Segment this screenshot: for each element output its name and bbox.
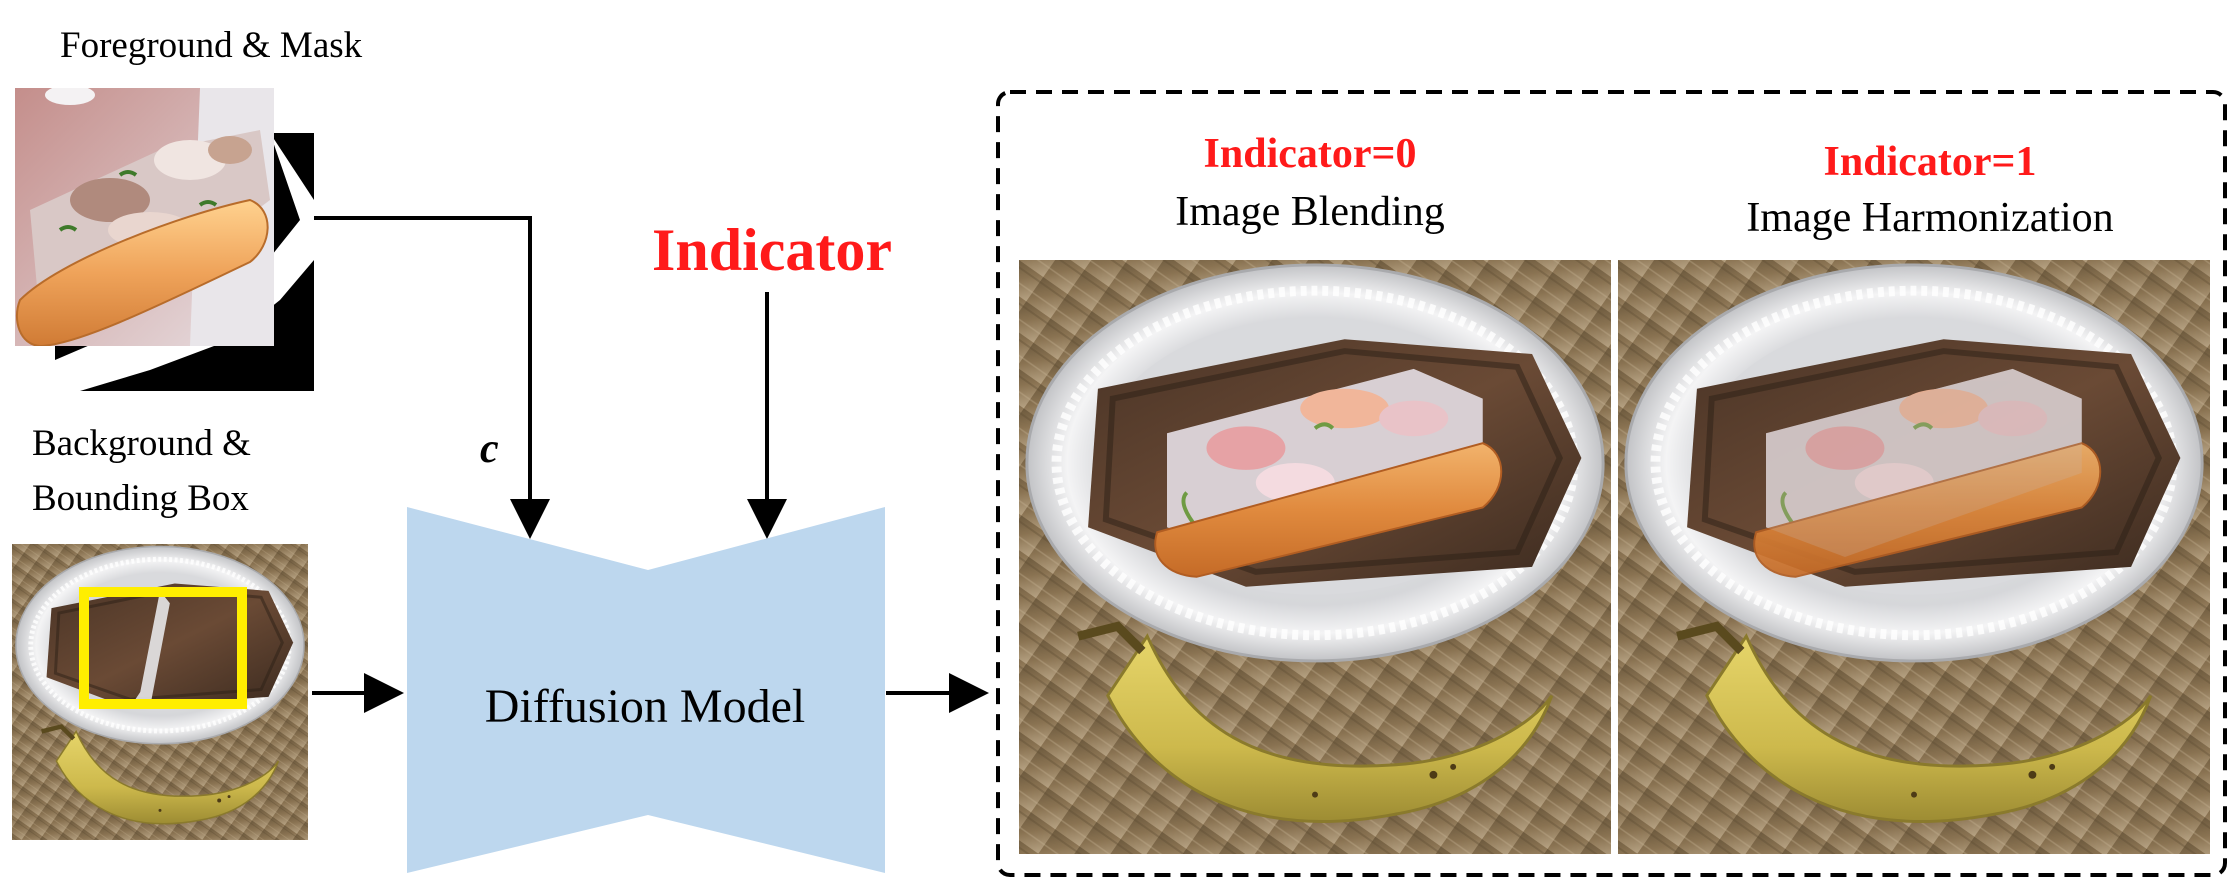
output-panel: [996, 90, 2227, 877]
output-task-harmonization: Image Harmonization: [1746, 195, 2113, 241]
background-image: [12, 544, 308, 840]
connector-foreground: [314, 216, 550, 539]
foreground-image: [15, 88, 274, 346]
output-image-blending: [1019, 260, 1611, 854]
foreground-mask-label: Foreground & Mask: [60, 25, 363, 66]
bounding-box: [79, 587, 247, 709]
output-image-harmonization: [1618, 260, 2210, 854]
indicator-label: Indicator: [652, 217, 892, 283]
output-indicator-0: Indicator=0: [1204, 131, 1417, 177]
diffusion-model-label: Diffusion Model: [485, 680, 805, 733]
background-bbox-label-line2: Bounding Box: [32, 478, 249, 519]
diffusion-model-block: [407, 507, 885, 873]
condition-symbol-c: c: [480, 426, 499, 472]
background-bbox-label-line1: Background &: [32, 423, 251, 464]
output-task-blending: Image Blending: [1175, 189, 1444, 235]
output-indicator-1: Indicator=1: [1824, 139, 2037, 185]
